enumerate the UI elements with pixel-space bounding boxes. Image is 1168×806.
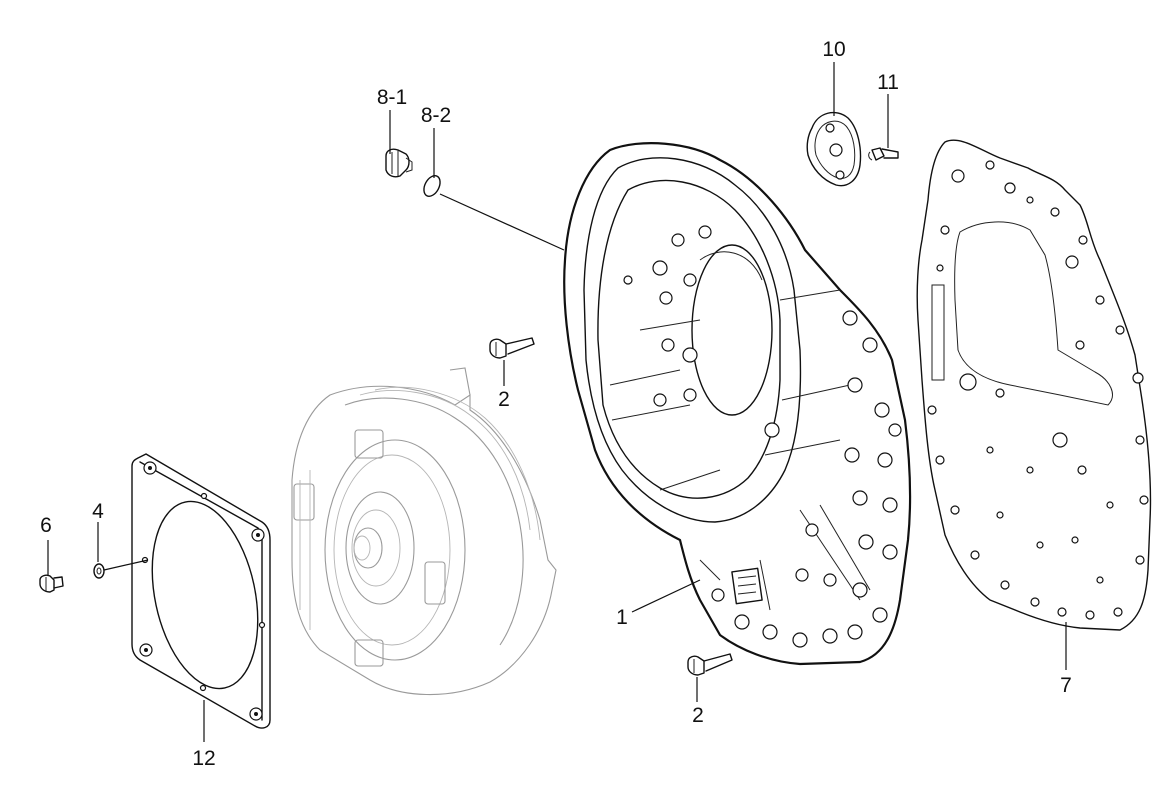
callout-4: 4 (92, 500, 104, 523)
callout-8-1: 8-1 (377, 86, 407, 109)
converter-housing-part-1 (563, 142, 912, 666)
callout-8-2: 8-2 (421, 104, 451, 127)
leader-lines (47, 62, 1067, 742)
torque-converter-ghost (291, 367, 557, 696)
callout-10: 10 (822, 38, 845, 61)
gasket-bolt-holes (927, 160, 1149, 620)
gasket-plate-part-7 (916, 139, 1152, 631)
callout-12: 12 (192, 747, 215, 770)
housing-bolt-bosses (623, 225, 902, 648)
callout-7: 7 (1060, 674, 1072, 697)
part-8-2-o-ring (423, 175, 441, 197)
part-2-bolt-lower (687, 653, 733, 676)
callout-labels: 10 11 8-1 8-2 2 6 4 1 2 7 12 (40, 38, 1072, 770)
part-10-flange-gasket (806, 111, 862, 187)
callout-1: 1 (616, 606, 628, 629)
callout-6: 6 (40, 514, 52, 537)
part-11-bolt (868, 147, 899, 161)
callout-2-upper: 2 (498, 388, 510, 411)
callout-2-lower: 2 (692, 704, 704, 727)
part-6-bolt (39, 574, 64, 593)
cover-plate-part-12 (131, 453, 271, 729)
part-2-bolt-upper (489, 337, 535, 359)
part-4-washer (93, 563, 105, 579)
callout-11: 11 (877, 71, 899, 94)
part-8-1-plug (385, 148, 413, 178)
